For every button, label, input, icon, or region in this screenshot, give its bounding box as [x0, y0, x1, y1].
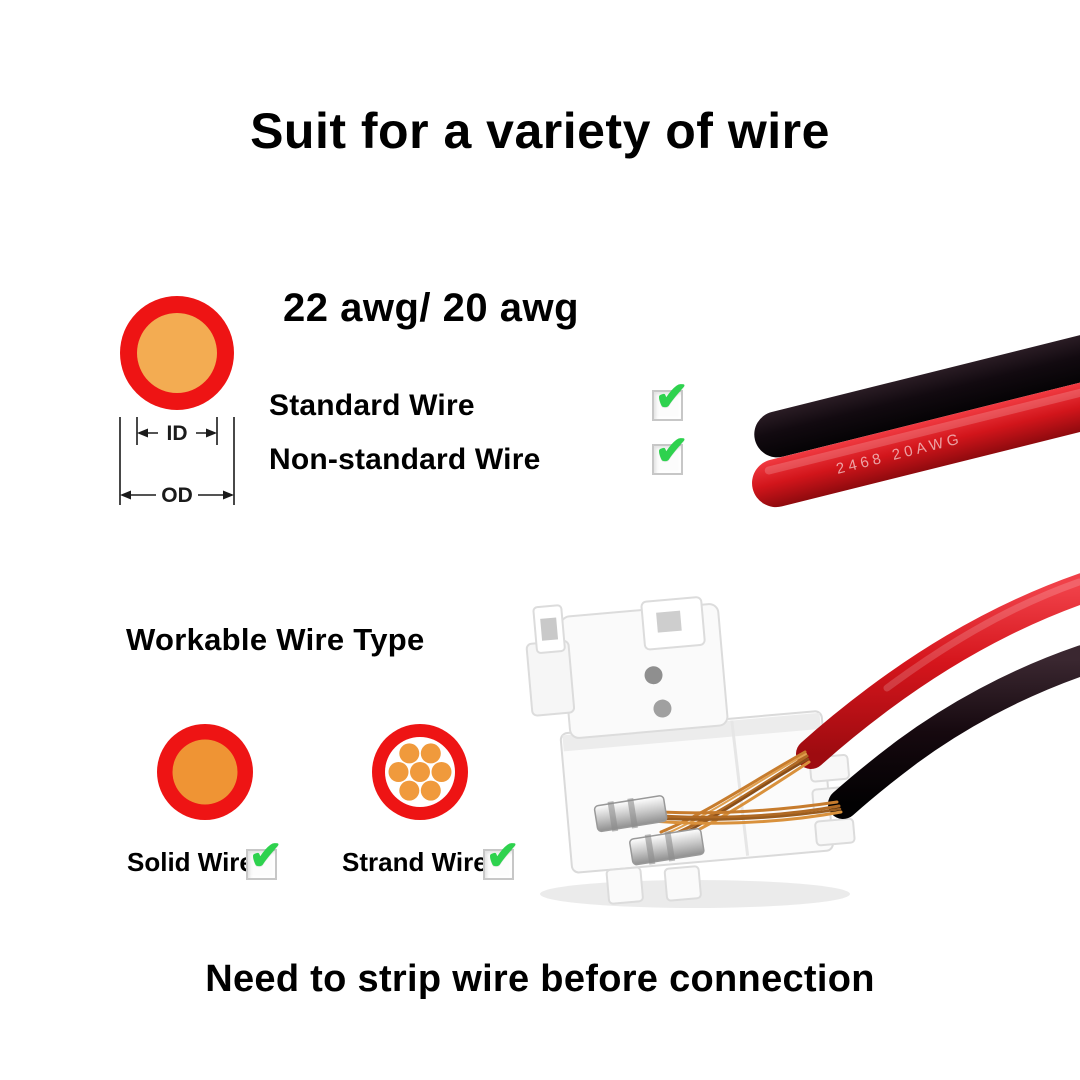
strand-wire-figure — [372, 724, 468, 820]
inner-conductor-circle — [137, 313, 217, 393]
check-icon: ✔ — [486, 834, 520, 878]
connector-hole — [644, 666, 663, 685]
nonstandard-wire-check: ✔ — [652, 431, 689, 475]
red-wire-curved — [796, 573, 1080, 769]
check-icon: ✔ — [249, 834, 283, 878]
check-icon: ✔ — [655, 429, 689, 473]
strand-wire-label: Strand Wire — [342, 847, 488, 877]
standard-wire-check: ✔ — [652, 377, 689, 421]
wire-pair-photo: 2468 20AWG — [752, 332, 1080, 508]
solid-wire-check: ✔ — [246, 836, 283, 880]
od-dimension-label: OD — [161, 484, 193, 507]
red-wire-highlight — [764, 381, 1080, 475]
footer-note: Need to strip wire before connection — [205, 958, 875, 1000]
awg-size-label: 22 awg/ 20 awg — [283, 286, 580, 330]
solid-wire-figure — [157, 724, 253, 820]
black-wire — [754, 332, 1080, 458]
metal-crimp-lower — [629, 828, 705, 866]
solid-conductor-circle — [172, 739, 238, 805]
workable-heading: Workable Wire Type — [126, 622, 425, 657]
red-wire — [752, 376, 1080, 508]
red-wire-highlight — [883, 578, 1080, 692]
check-icon: ✔ — [655, 375, 689, 419]
wire-cross-section-diagram: ID OD — [119, 296, 235, 507]
dimension-arrows — [120, 428, 234, 500]
id-dimension-label: ID — [167, 422, 188, 445]
connector-body — [525, 596, 856, 905]
page-title: Suit for a variety of wire — [250, 103, 830, 159]
connector-hole — [653, 699, 672, 718]
wire-pair: 2468 20AWG — [752, 332, 1080, 508]
metal-crimp-upper — [593, 795, 668, 833]
nonstandard-wire-label: Non-standard Wire — [269, 443, 541, 476]
strand-conductors — [388, 743, 452, 801]
solid-wire-label: Solid Wire — [127, 847, 254, 877]
dimension-lines — [119, 417, 235, 505]
strand-wire-check: ✔ — [483, 836, 520, 880]
black-wire-curved — [828, 645, 1080, 819]
standard-wire-label: Standard Wire — [269, 389, 475, 422]
connector-photo — [525, 573, 1080, 908]
